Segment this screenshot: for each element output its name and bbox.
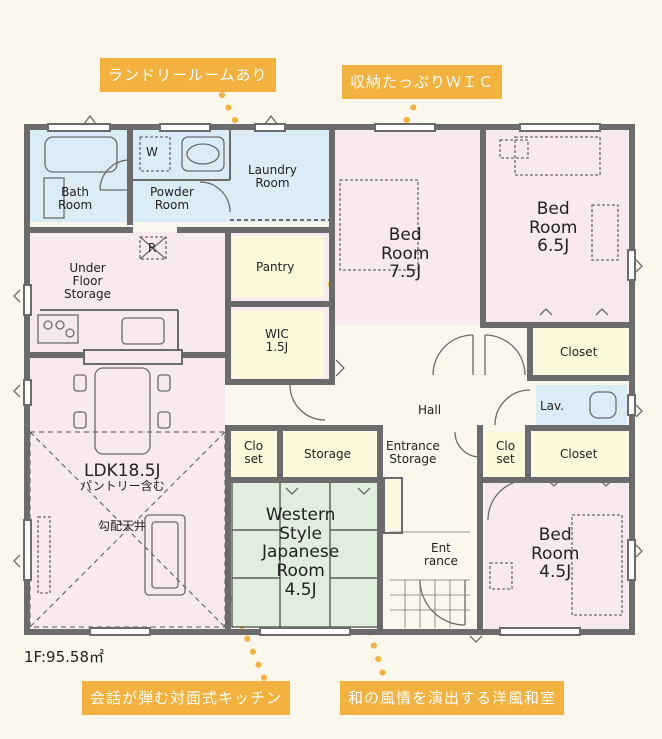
floor-area: 1F:95.58㎡	[24, 648, 105, 666]
label-pantry: Pantry	[256, 260, 295, 274]
callout-wic: 収納たっぷりＷＩＣ	[342, 65, 503, 99]
label-washer: W	[146, 145, 158, 159]
label-wic: WIC 1.5J	[265, 327, 289, 355]
thin-walls	[40, 130, 403, 534]
callout-kitchen: 会話が弾む対面式キッチン	[82, 681, 291, 715]
label-closet-1: Closet	[560, 345, 598, 359]
bed2-fill	[485, 130, 628, 325]
storage-fill	[282, 432, 378, 477]
sink-icon	[181, 136, 225, 172]
fridge-icon	[139, 236, 167, 260]
label-bed-room-2: Bed Room 6.5J	[529, 199, 578, 257]
label-western-japanese-room: Western Style Japanese Room 4.5J	[262, 505, 340, 600]
label-bath-room: Bath Room	[58, 185, 93, 213]
bed3-fill	[485, 482, 628, 629]
room-fills	[30, 130, 628, 630]
label-under-floor-storage: Under Floor Storage	[64, 261, 111, 302]
bed1-fill	[333, 130, 481, 325]
label-ldk: LDK18.5J	[84, 461, 161, 481]
callout-japanese: 和の風情を演出する洋風和室	[340, 681, 565, 715]
bed1-bed-icon	[339, 179, 419, 271]
label-fridge: R	[148, 241, 157, 255]
fixtures	[37, 136, 623, 616]
sofa-icon	[144, 514, 186, 596]
washer-icon	[139, 136, 171, 172]
stove-icon	[37, 314, 79, 344]
entrance-storage-strip	[387, 478, 399, 528]
shower-icon	[43, 177, 65, 219]
label-closet-2: Closet	[560, 447, 598, 461]
dining-table-icon	[94, 367, 151, 455]
ldk-fill	[30, 232, 225, 630]
label-sloped-ceiling: 勾配天井	[98, 519, 147, 533]
label-laundry-room: Laundry Room	[248, 163, 297, 191]
label-closet-b: Clo set	[496, 439, 516, 467]
closet-a-fill	[232, 432, 277, 477]
label-entrance: Ent rance	[424, 541, 458, 569]
windows	[23, 123, 636, 636]
callout-laundry: ランドリールームあり	[100, 58, 276, 92]
label-bed-room-1: Bed Room 7.5J	[381, 225, 430, 283]
label-storage: Storage	[304, 447, 351, 461]
closet-b-fill	[485, 432, 525, 477]
bath-fill	[30, 130, 130, 222]
door-swings	[99, 159, 531, 626]
label-entrance-storage: Entrance Storage	[386, 439, 440, 467]
bed2-bed-icon	[514, 136, 601, 176]
kitchen-sink-icon	[121, 317, 165, 345]
label-powder-room: Powder Room	[150, 185, 194, 213]
label-lav: Lav.	[540, 399, 565, 413]
western-fill	[232, 482, 378, 627]
bathtub-icon	[44, 136, 118, 173]
closet2-fill	[533, 432, 627, 477]
wic-fill	[232, 310, 324, 378]
label-ldk-note: パントリー含む	[80, 479, 165, 493]
entrance-tiles	[390, 531, 470, 628]
wall-markers	[13, 114, 643, 643]
label-bed-room-3: Bed Room 4.5J	[531, 525, 580, 583]
label-closet-a: Clo set	[244, 439, 264, 467]
tv-board-icon	[37, 516, 51, 594]
bed3-bed-icon	[571, 514, 623, 616]
label-hall: Hall	[418, 403, 442, 417]
toilet-icon	[589, 391, 617, 419]
lav-fill	[536, 385, 627, 425]
pantry-fill	[232, 236, 324, 298]
closet1-fill	[530, 328, 627, 374]
